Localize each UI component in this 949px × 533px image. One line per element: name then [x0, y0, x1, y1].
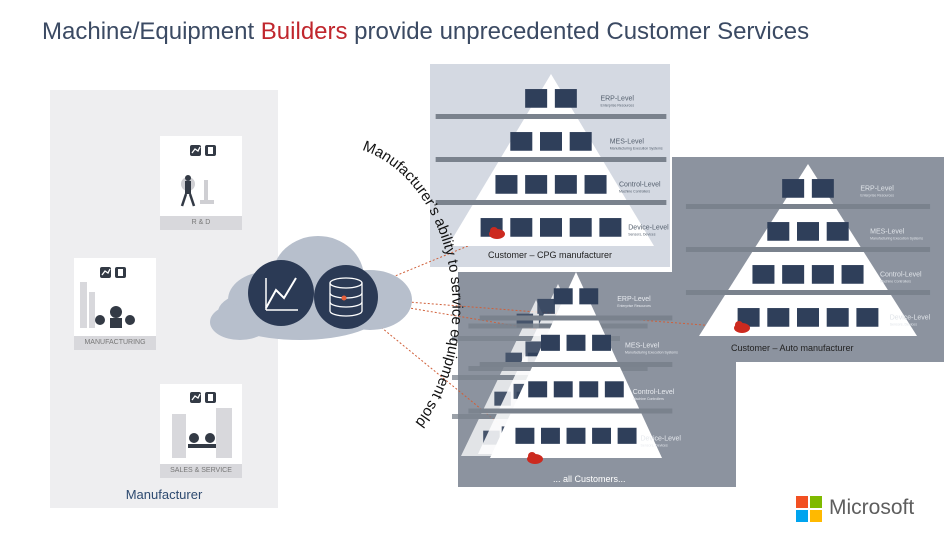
- system-tile: [579, 381, 599, 398]
- level-label: ERP-Level: [617, 296, 651, 303]
- system-tile: [584, 175, 607, 194]
- system-tile: [540, 427, 560, 444]
- title-highlight: Builders: [260, 18, 348, 45]
- manufacturer-label: Manufacturer: [125, 487, 203, 502]
- system-tile: [841, 265, 864, 284]
- level-label: ERP-Level: [860, 186, 894, 193]
- system-tile: [495, 175, 518, 194]
- level-sublabel: Manufacturing Execution Systems: [870, 237, 923, 241]
- level-label: Device-Level: [890, 315, 931, 322]
- page-title: Machine/Equipment Builders provide unpre…: [42, 18, 809, 46]
- system-tile: [566, 427, 586, 444]
- manufacturing-card: MANUFACTURING: [74, 258, 156, 350]
- system-tile: [856, 308, 879, 327]
- system-tile: [510, 218, 533, 237]
- title-part1: Machine/Equipment: [42, 18, 261, 45]
- system-tile: [767, 222, 790, 241]
- system-tile: [554, 89, 577, 108]
- level-label: MES-Level: [870, 229, 905, 236]
- system-tile: [592, 427, 612, 444]
- microscope-person-icon: [180, 145, 216, 207]
- system-tile: [540, 334, 560, 351]
- system-tile: [553, 381, 573, 398]
- system-tile: [553, 288, 573, 305]
- level-sublabel: Manufacturing Execution Systems: [625, 350, 678, 354]
- system-tile: [826, 308, 849, 327]
- system-tile: [537, 298, 555, 314]
- level-sublabel: Machine Controllers: [880, 280, 911, 284]
- title-part2: provide unprecedented Customer Services: [347, 18, 810, 45]
- system-tile: [569, 132, 592, 151]
- database-icon: [314, 265, 378, 329]
- rd-card-caption: R & D: [160, 216, 242, 230]
- level-sublabel: Sensors, Devices: [628, 233, 655, 237]
- microsoft-logo-icon: [796, 496, 822, 522]
- system-tile: [554, 175, 577, 194]
- system-tile: [767, 308, 790, 327]
- rd-card: R & D: [160, 136, 242, 230]
- system-tile: [752, 265, 775, 284]
- level-sublabel: Enterprise Resources: [600, 104, 634, 108]
- system-tile: [540, 218, 562, 237]
- analytics-chart-icon: [248, 260, 314, 326]
- auto-customer-caption: Customer – Auto manufacturer: [731, 343, 854, 353]
- level-sublabel: Machine Controllers: [619, 190, 650, 194]
- system-tile: [617, 427, 637, 444]
- level-label: Control-Level: [633, 389, 675, 396]
- system-tile: [782, 265, 805, 284]
- system-tile: [797, 222, 819, 241]
- level-sublabel: Sensors, Devices: [890, 323, 917, 327]
- system-tile: [515, 427, 535, 444]
- system-tile: [540, 132, 562, 151]
- cpg-customer-caption: Customer – CPG manufacturer: [488, 250, 613, 260]
- system-tile: [566, 334, 586, 351]
- microsoft-wordmark: Microsoft: [829, 496, 915, 519]
- system-tile: [782, 179, 805, 198]
- level-label: MES-Level: [625, 342, 660, 349]
- system-tile: [737, 308, 760, 327]
- sales-service-card-caption: SALES & SERVICE: [160, 464, 242, 478]
- system-tile: [510, 132, 533, 151]
- manufacturing-card-caption: MANUFACTURING: [74, 336, 156, 350]
- level-sublabel: Enterprise Resources: [617, 304, 651, 308]
- system-tile: [811, 179, 834, 198]
- system-tile: [797, 308, 819, 327]
- level-label: Device-Level: [641, 435, 682, 442]
- system-tile: [599, 218, 622, 237]
- level-sublabel: Manufacturing Execution Systems: [610, 147, 663, 151]
- system-tile: [579, 288, 599, 305]
- system-tile: [604, 381, 624, 398]
- system-tile: [811, 265, 834, 284]
- system-tile: [826, 222, 849, 241]
- system-tile: [592, 334, 612, 351]
- sales-service-card: SALES & SERVICE: [160, 384, 242, 478]
- level-label: Control-Level: [880, 272, 922, 279]
- system-tile: [525, 175, 548, 194]
- all-customers-caption: ... all Customers...: [553, 474, 626, 484]
- level-sublabel: Machine Controllers: [633, 397, 664, 401]
- system-tile: [528, 381, 548, 398]
- building-meeting-icon: [172, 392, 232, 458]
- system-tile: [525, 89, 548, 108]
- level-label: Device-Level: [628, 225, 669, 232]
- level-sublabel: Enterprise Resources: [860, 194, 894, 198]
- factory-robot-icon: [80, 267, 135, 328]
- level-sublabel: Sensors, Devices: [641, 443, 668, 447]
- system-tile: [569, 218, 592, 237]
- level-label: ERP-Level: [600, 96, 634, 103]
- level-label: Control-Level: [619, 182, 661, 189]
- system-tile: [525, 341, 544, 357]
- level-label: MES-Level: [610, 139, 645, 146]
